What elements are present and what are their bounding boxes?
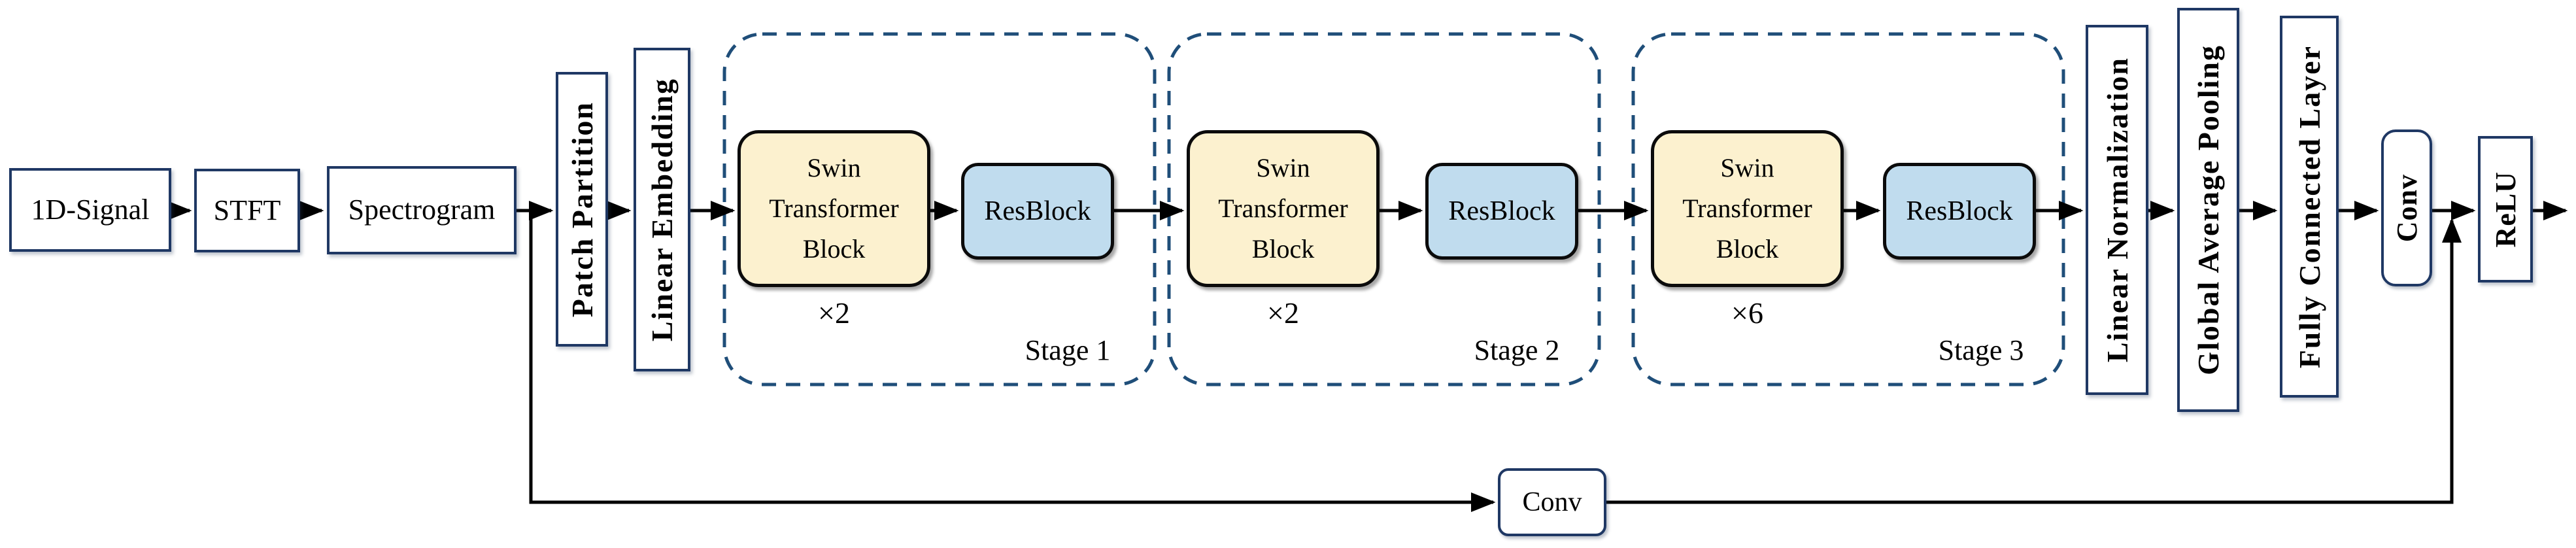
linear-normalization-label: Linear Normalization bbox=[2100, 57, 2134, 363]
stage1-multiplier: ×2 bbox=[818, 296, 850, 330]
stage1-label: Stage 1 bbox=[1025, 334, 1111, 366]
fully-connected-layer-label: Fully Connected Layer bbox=[2292, 44, 2326, 369]
stage2-resblock: ResBlock bbox=[1425, 163, 1578, 260]
skip-conv-label: Conv bbox=[1522, 487, 1582, 517]
skip-line-to-conv bbox=[529, 211, 1496, 512]
stage-1-outline bbox=[722, 32, 1157, 386]
stage1-swin-label: Swin Transformer Block bbox=[769, 153, 899, 264]
stage3-multiplier: ×6 bbox=[1731, 296, 1763, 330]
box-patch-partition: Patch Partition bbox=[556, 72, 608, 347]
stage3-swin-transformer-block: Swin Transformer Block bbox=[1651, 130, 1844, 287]
stft-label: STFT bbox=[213, 194, 281, 226]
box-relu: ReLU bbox=[2478, 136, 2533, 283]
stage2-multiplier: ×2 bbox=[1267, 296, 1299, 330]
stage3-resblock: ResBlock bbox=[1883, 163, 2036, 260]
stage3-swin-label: Swin Transformer Block bbox=[1682, 153, 1812, 264]
box-fully-connected-layer: Fully Connected Layer bbox=[2280, 16, 2339, 398]
stage2-swin-transformer-block: Swin Transformer Block bbox=[1187, 130, 1380, 287]
stage1-resblock-label: ResBlock bbox=[984, 196, 1091, 226]
stage2-resblock-label: ResBlock bbox=[1448, 196, 1555, 226]
stage3-label: Stage 3 bbox=[1938, 334, 2024, 366]
stage2-swin-label: Swin Transformer Block bbox=[1218, 153, 1348, 264]
box-conv: Conv bbox=[2381, 129, 2432, 286]
stage-2-outline bbox=[1167, 32, 1601, 386]
linear-embedding-label: Linear Embedding bbox=[645, 77, 679, 342]
1d-signal-label: 1D-Signal bbox=[31, 193, 150, 226]
box-1d-signal: 1D-Signal bbox=[9, 168, 171, 252]
box-linear-normalization: Linear Normalization bbox=[2086, 25, 2148, 395]
global-average-pooling-label: Global Average Pooling bbox=[2192, 44, 2225, 375]
relu-label: ReLU bbox=[2489, 171, 2522, 248]
spectrogram-label: Spectrogram bbox=[348, 194, 496, 226]
box-linear-embedding: Linear Embedding bbox=[634, 48, 690, 371]
stage2-label: Stage 2 bbox=[1474, 334, 1560, 366]
skip-line-to-mainpath bbox=[1606, 218, 2462, 504]
box-stft: STFT bbox=[194, 169, 300, 252]
box-skip-conv: Conv bbox=[1498, 468, 1606, 536]
box-spectrogram: Spectrogram bbox=[327, 166, 517, 254]
stage3-resblock-label: ResBlock bbox=[1906, 196, 2013, 226]
conv-label: Conv bbox=[2390, 173, 2423, 243]
patch-partition-label: Patch Partition bbox=[565, 101, 599, 318]
stage1-swin-transformer-block: Swin Transformer Block bbox=[737, 130, 930, 287]
stage1-resblock: ResBlock bbox=[961, 163, 1114, 260]
stage-3-outline bbox=[1631, 32, 2065, 386]
box-global-average-pooling: Global Average Pooling bbox=[2177, 8, 2239, 412]
